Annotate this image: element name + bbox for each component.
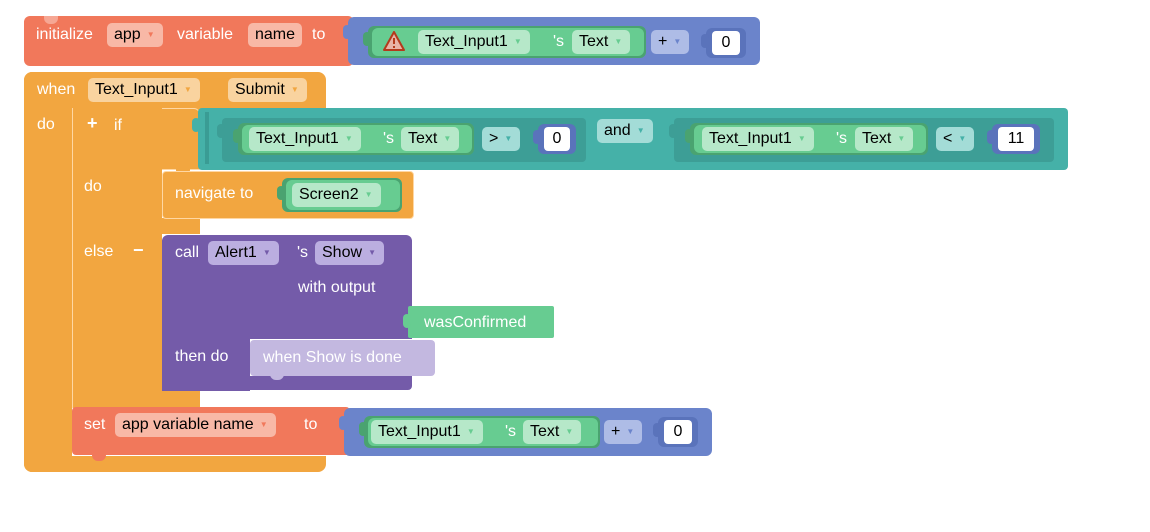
property-dropdown[interactable]: Text▼ — [572, 30, 631, 54]
chevron-down-icon: ▼ — [958, 134, 967, 143]
chevron-down-icon: ▼ — [262, 248, 271, 257]
chevron-down-icon: ▼ — [146, 30, 155, 39]
chevron-down-icon: ▼ — [673, 37, 682, 46]
number-field[interactable]: 0 — [664, 420, 692, 444]
chevron-down-icon: ▼ — [565, 427, 574, 436]
block-tab — [363, 32, 371, 46]
chevron-down-icon: ▼ — [614, 37, 623, 46]
block-tab — [685, 129, 693, 143]
operator-dropdown[interactable]: +▼ — [604, 420, 643, 444]
block-notch — [44, 16, 58, 24]
chevron-down-icon: ▼ — [504, 134, 513, 143]
block-tab — [533, 130, 541, 144]
number-field[interactable]: 11 — [998, 127, 1034, 151]
block-tab — [359, 422, 367, 436]
chevron-down-icon: ▼ — [626, 427, 635, 436]
block-tab — [987, 130, 995, 144]
variable-name-field[interactable]: name — [248, 23, 303, 47]
component-dropdown[interactable]: Text_Input1▼ — [371, 420, 483, 444]
set-variable-dropdown[interactable]: app variable name▼ — [115, 413, 276, 437]
chevron-down-icon: ▼ — [797, 134, 806, 143]
possessive-label: 's — [297, 244, 309, 261]
event-component-dropdown[interactable]: Text_Input1▼ — [88, 78, 200, 102]
to-label: to — [312, 26, 326, 43]
if-do-label: do — [84, 178, 102, 195]
chevron-down-icon: ▼ — [368, 248, 377, 257]
when-show-done-label: when Show is done — [263, 349, 402, 366]
block-tab — [653, 423, 661, 437]
block-tab — [701, 34, 709, 48]
chevron-down-icon: ▼ — [466, 427, 475, 436]
block-tab — [403, 314, 411, 328]
warning-triangle-icon[interactable] — [383, 31, 405, 51]
scope-dropdown[interactable]: app▼ — [107, 23, 163, 47]
then-do-label: then do — [175, 348, 229, 365]
property-dropdown[interactable]: Text▼ — [523, 420, 582, 444]
block-tab — [339, 416, 347, 430]
block-notch — [270, 372, 284, 380]
possessive-label: 's — [383, 130, 395, 147]
component-dropdown[interactable]: Text_Input1▼ — [702, 127, 814, 151]
component-dropdown[interactable]: Text_Input1▼ — [418, 30, 530, 54]
navigate-label: navigate to — [175, 185, 254, 202]
property-dropdown[interactable]: Text▼ — [855, 127, 914, 151]
variable-label: variable — [177, 26, 234, 43]
if-label: if — [114, 117, 122, 134]
block-tab — [217, 124, 225, 138]
call-label: call — [175, 244, 200, 261]
number-field[interactable]: 0 — [544, 127, 570, 151]
alert-component-dropdown[interactable]: Alert1▼ — [208, 241, 279, 265]
event-name-dropdown[interactable]: Submit▼ — [228, 78, 307, 102]
method-dropdown[interactable]: Show▼ — [315, 241, 385, 265]
possessive-label: 's — [836, 130, 848, 147]
operator-dropdown[interactable]: +▼ — [651, 30, 690, 54]
with-output-label: with output — [298, 279, 376, 296]
number-field[interactable]: 0 — [712, 31, 740, 55]
chevron-down-icon: ▼ — [513, 37, 522, 46]
possessive-label: 's — [553, 33, 565, 50]
block-tab — [669, 124, 677, 138]
possessive-label: 's — [505, 423, 517, 440]
block-tab — [192, 118, 200, 132]
chevron-down-icon: ▼ — [344, 134, 353, 143]
chevron-down-icon: ▼ — [636, 126, 645, 135]
was-confirmed-label: wasConfirmed — [424, 314, 527, 331]
when-label: when — [37, 81, 76, 98]
set-to-label: to — [304, 416, 318, 433]
and-operator-dropdown[interactable]: and▼ — [597, 119, 653, 143]
block-tab — [343, 25, 351, 39]
plus-icon[interactable]: + — [87, 113, 98, 133]
chevron-down-icon: ▼ — [259, 420, 268, 429]
initialize-label: initialize — [36, 26, 93, 43]
was-confirmed-block[interactable] — [408, 306, 554, 338]
chevron-down-icon: ▼ — [897, 134, 906, 143]
set-label: set — [84, 416, 106, 433]
chevron-down-icon: ▼ — [364, 190, 373, 199]
property-dropdown[interactable]: Text▼ — [401, 127, 460, 151]
operator-dropdown[interactable]: >▼ — [482, 127, 521, 151]
minus-icon[interactable]: − — [133, 240, 144, 260]
component-dropdown[interactable]: Text_Input1▼ — [249, 127, 361, 151]
block-notch — [92, 453, 106, 461]
when-show-done-callback[interactable] — [250, 340, 435, 376]
chevron-down-icon: ▼ — [290, 85, 299, 94]
block-tab — [233, 129, 241, 143]
operator-dropdown[interactable]: <▼ — [936, 127, 975, 151]
screen-dropdown[interactable]: Screen2▼ — [292, 183, 381, 207]
chevron-down-icon: ▼ — [183, 85, 192, 94]
else-label: else — [84, 243, 114, 260]
block-tab — [277, 186, 285, 200]
chevron-down-icon: ▼ — [443, 134, 452, 143]
event-do-label: do — [37, 116, 55, 133]
